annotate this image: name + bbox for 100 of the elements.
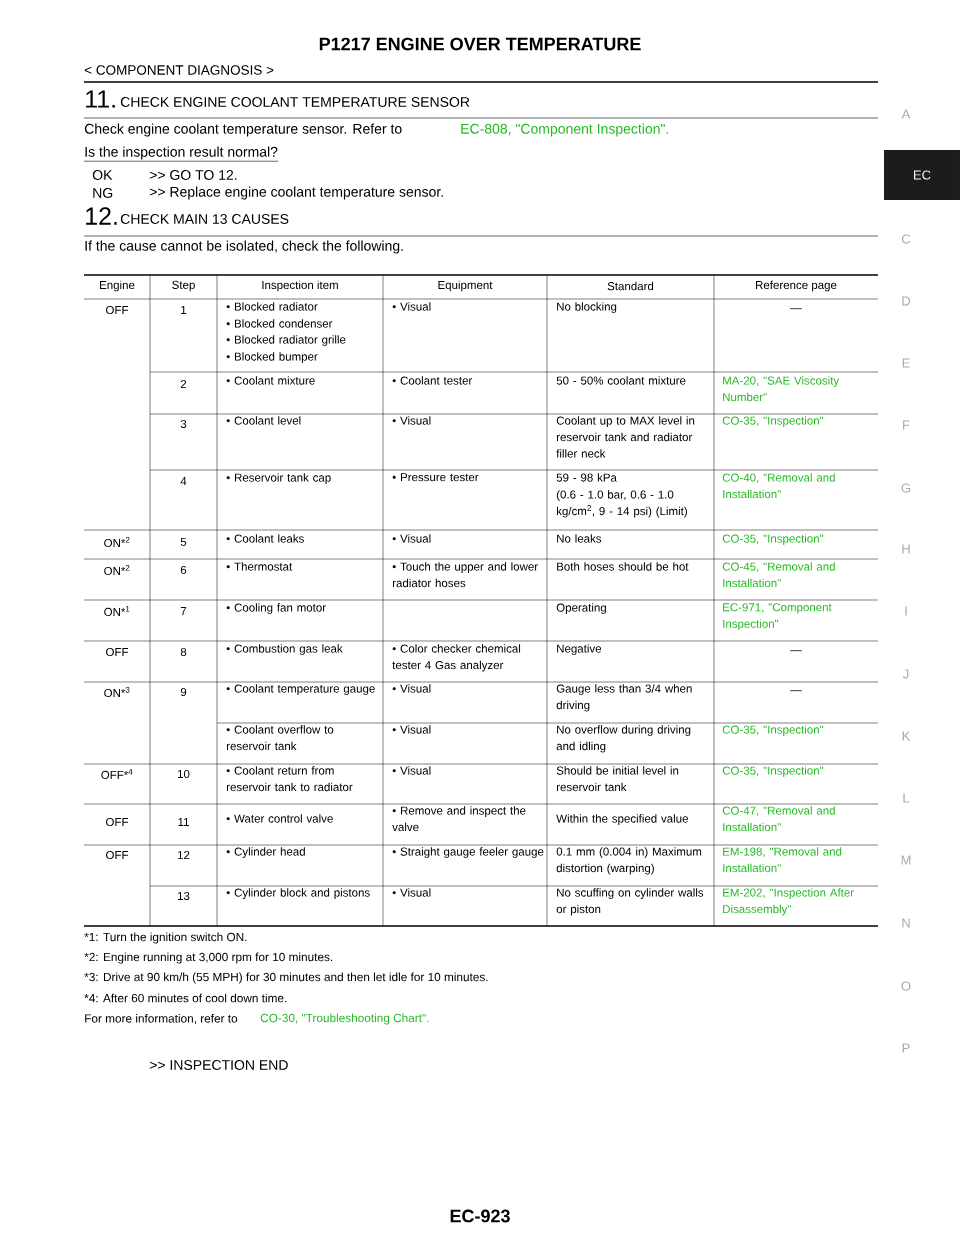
footnote: *2: Engine running at 3,000 rpm for 10 minutes. xyxy=(84,952,333,964)
table-text: Within the specified value xyxy=(556,814,688,825)
table-text: • Coolant overflow to reservoir tank xyxy=(226,725,334,751)
tab-letter: J xyxy=(902,669,909,679)
table-text: (0.6 - 1.0 bar, 0.6 - 1.0 kg/cm$^{2}$, 9 - 14 psi) (Limit) xyxy=(556,490,687,518)
table-text: • Blocked condenser xyxy=(226,319,333,328)
table-text: 10 xyxy=(178,769,190,779)
table-text: • Coolant tester xyxy=(392,376,473,385)
link: CO-30, "Troubleshooting Chart". xyxy=(260,1013,429,1025)
table-text: • Visual xyxy=(392,416,431,425)
link: CO-45, "Removal and Installation" xyxy=(722,562,835,588)
table-text: 13 xyxy=(178,891,190,901)
table-header: Inspection item xyxy=(262,280,338,292)
table-text: ON*$^{3}$ xyxy=(104,686,130,698)
table-text: • Reservoir tank cap xyxy=(226,473,331,484)
link: EC-971, "Component Inspection" xyxy=(723,603,832,631)
table-text: OFF xyxy=(106,647,129,657)
table-text: 4 xyxy=(180,477,187,485)
body-text: If the cause cannot be isolated, check the following. xyxy=(85,240,403,254)
tab-letter: F xyxy=(903,420,910,430)
tab-letter: C xyxy=(901,234,911,244)
table-text: 3 xyxy=(180,419,187,429)
tab-letter: G xyxy=(901,483,911,493)
table-text: • Pressure tester xyxy=(392,473,479,482)
table-text: • Coolant level xyxy=(226,416,301,425)
table-text: ON*$^{1}$ xyxy=(104,606,130,616)
question-text: Is the inspection result normal? xyxy=(85,146,278,160)
table-text: OFF xyxy=(106,817,129,827)
link: CO-35, "Inspection" xyxy=(722,725,824,736)
tab-letter: D xyxy=(902,296,911,306)
table-text: • Visual xyxy=(392,534,431,543)
table-text: • Visual xyxy=(392,888,431,897)
link: EM-198, "Removal and Installation" xyxy=(723,847,842,873)
table-text: Operating xyxy=(556,603,606,614)
table-text: ON*$^{2}$ xyxy=(104,564,130,576)
tab-letter: O xyxy=(901,981,911,991)
table-text: No overflow during driving and idling xyxy=(556,725,691,753)
body-text: >> GO TO 12. xyxy=(149,170,237,180)
tab-letter: K xyxy=(902,731,911,741)
footnote: *4: After 60 minutes of cool down time. xyxy=(84,993,287,1003)
table-text: 1 xyxy=(181,306,187,314)
body-text: NG xyxy=(93,188,113,198)
table-text: — xyxy=(790,650,802,652)
tab-letter: M xyxy=(901,855,911,865)
link: EM-202, "Inspection After Disassembly" xyxy=(723,888,854,916)
table-text: • Coolant leaks xyxy=(226,534,304,543)
table-text: Should be initial level in reservoir tank xyxy=(556,766,679,792)
table-text: Step xyxy=(172,280,195,292)
table-header: Reference page xyxy=(756,280,837,292)
body-text: >> Replace engine coolant temperature sensor. xyxy=(149,186,443,200)
table-text: • Water control valve xyxy=(226,814,333,823)
step-number: 12. xyxy=(86,207,117,225)
table-text: 2 xyxy=(180,380,187,388)
table-text: • Cylinder head xyxy=(226,847,305,858)
table-text: Both hoses should be hot xyxy=(557,562,689,571)
link: MA-20, "SAE Viscosity Number" xyxy=(723,376,840,402)
table-text: • Thermostat xyxy=(226,562,293,571)
table-text: ON*$^{2}$ xyxy=(104,536,130,548)
table-text: • Coolant temperature gauge xyxy=(226,684,375,695)
body-text: OK xyxy=(92,170,113,180)
header-text: < COMPONENT DIAGNOSIS > xyxy=(84,65,274,75)
table-header: Standard xyxy=(607,281,654,291)
table-text: 0.1 mm (0.004 in) Maximum distortion (warping) xyxy=(556,847,702,875)
tab-letter: L xyxy=(903,793,910,803)
table-text: 50 - 50% coolant mixture xyxy=(556,376,686,385)
table-text: Gauge less than 3/4 when driving xyxy=(556,684,692,712)
table-text: 5 xyxy=(180,538,187,546)
table-text: — xyxy=(790,690,802,692)
footnote: *3: Drive at 90 km/h (55 MPH) for 30 minutes and then let idle for 10 minutes. xyxy=(84,972,488,984)
table-text: • Touch the upper and lower radiator hoses xyxy=(392,562,538,588)
table-text: — xyxy=(790,308,802,310)
table-header: Equipment xyxy=(438,280,493,292)
table-text: 12 xyxy=(178,851,190,859)
table-text: 6 xyxy=(180,565,187,575)
step-number: 11. xyxy=(86,90,115,108)
table-text: OFF xyxy=(106,305,129,315)
table-text: • Visual xyxy=(392,684,431,693)
table-text: • Remove and inspect the valve xyxy=(392,806,526,832)
table-text: 11 xyxy=(178,818,189,826)
section-tab: EC xyxy=(884,150,960,200)
table-text: 9 xyxy=(180,687,187,697)
section-heading: CHECK MAIN 13 CAUSES xyxy=(120,214,289,224)
table-text: 7 xyxy=(180,607,187,615)
table-text: OFF xyxy=(106,850,129,860)
table-text: 59 - 98 kPa xyxy=(556,473,617,482)
tab-letter: N xyxy=(902,918,910,928)
link: CO-47, "Removal and Installation" xyxy=(722,806,835,832)
link: EC-808, "Component Inspection". xyxy=(461,123,669,137)
table-text: No leaks xyxy=(557,534,602,543)
page-number: EC-923 xyxy=(450,1209,510,1223)
table-text: 8 xyxy=(180,647,187,657)
table-text: • Visual xyxy=(392,302,431,311)
link: CO-35, "Inspection" xyxy=(722,534,824,545)
table-text: • Cylinder block and pistons xyxy=(226,888,370,899)
table-text: OFF*$^{4}$ xyxy=(101,769,133,779)
table-text: • Color checker chemical tester 4 Gas analyzer xyxy=(392,644,521,672)
table-text: • Blocked bumper xyxy=(226,352,318,363)
link: CO-35, "Inspection" xyxy=(722,416,824,427)
table-text: No scuffing on cylinder walls or piston xyxy=(556,888,704,916)
page-title: P1217 ENGINE OVER TEMPERATURE xyxy=(319,37,641,51)
